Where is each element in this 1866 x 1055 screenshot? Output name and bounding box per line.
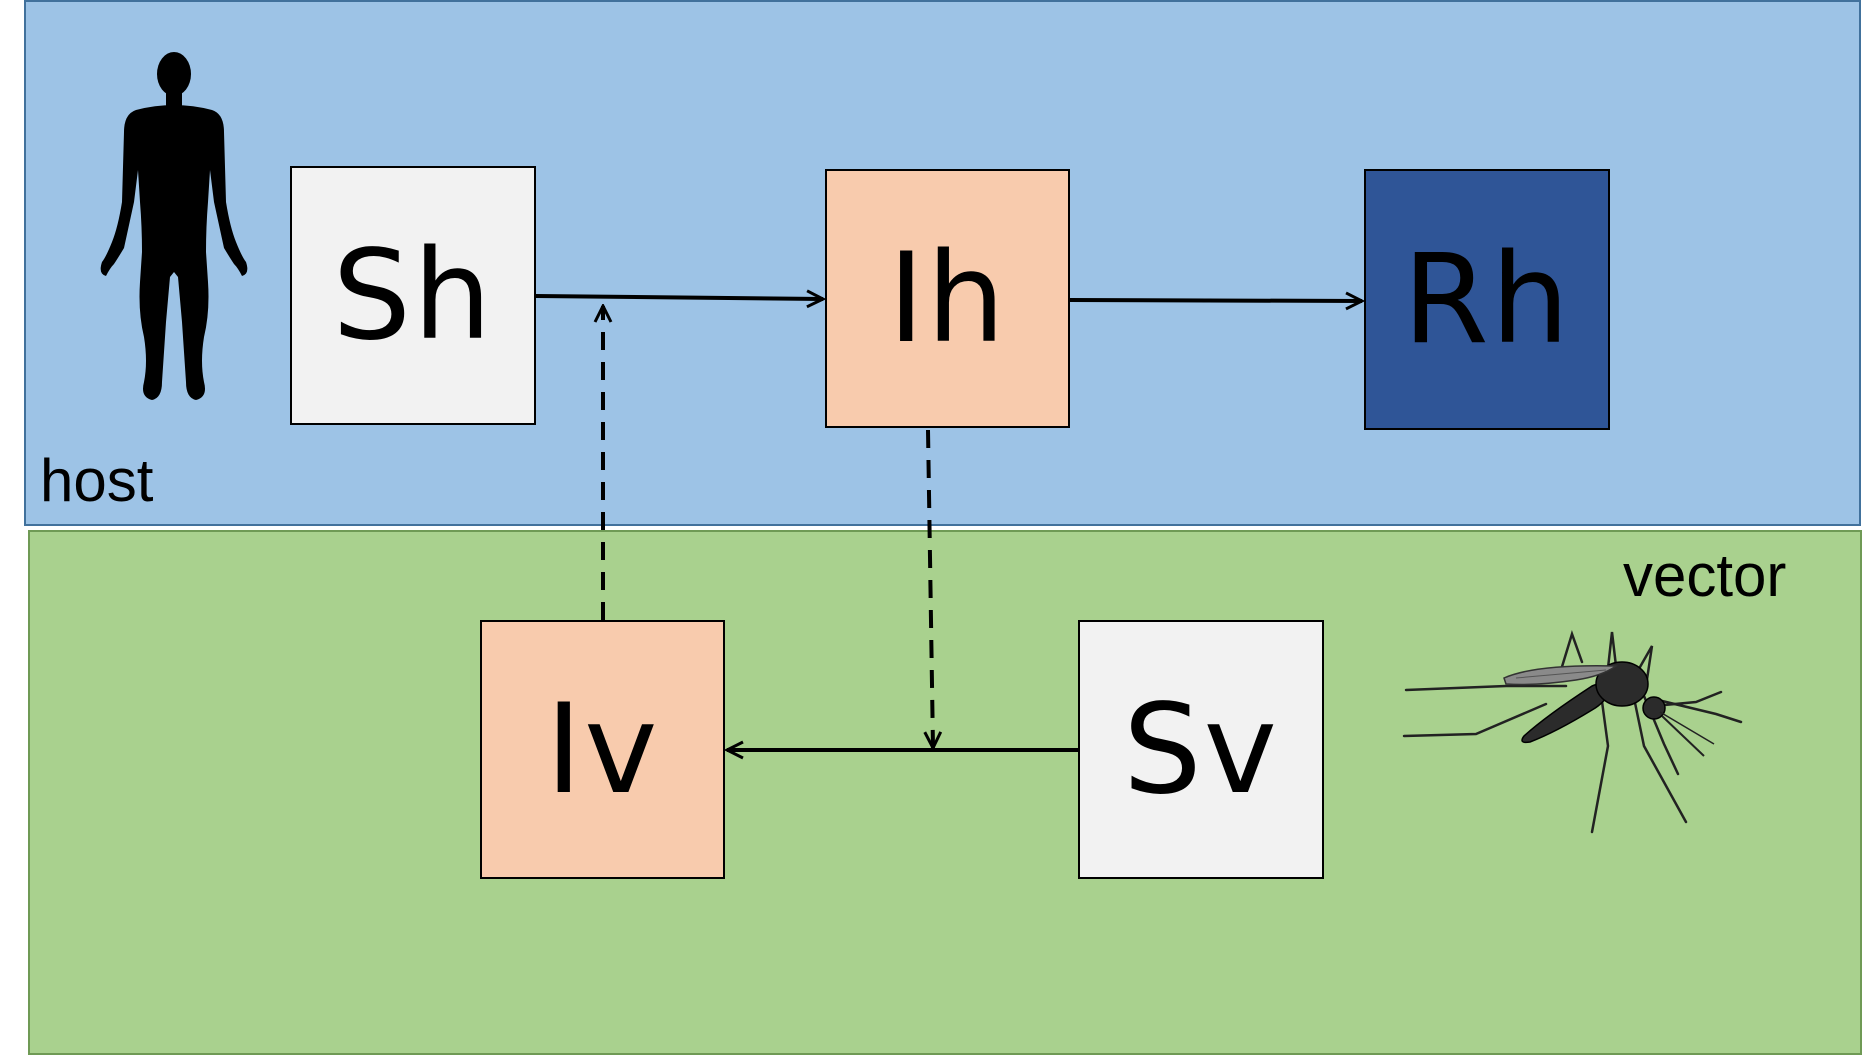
mosquito-icon bbox=[1402, 630, 1743, 834]
compartment-rh-label: Rh bbox=[1402, 227, 1572, 372]
compartment-sv: Sv bbox=[1078, 620, 1324, 879]
compartment-sv-label: Sv bbox=[1122, 677, 1280, 822]
compartment-ih: Ih bbox=[825, 169, 1070, 428]
compartment-iv-label: Iv bbox=[545, 677, 660, 822]
compartment-sh-label: Sh bbox=[332, 223, 494, 368]
compartment-rh: Rh bbox=[1364, 169, 1610, 430]
vector-label: vector bbox=[1623, 542, 1787, 609]
compartment-sh: Sh bbox=[290, 166, 536, 425]
compartment-ih-label: Ih bbox=[887, 226, 1008, 371]
vector-panel bbox=[28, 530, 1862, 1055]
compartment-iv: Iv bbox=[480, 620, 725, 879]
human-silhouette-icon bbox=[100, 52, 248, 400]
host-label: host bbox=[40, 447, 154, 514]
